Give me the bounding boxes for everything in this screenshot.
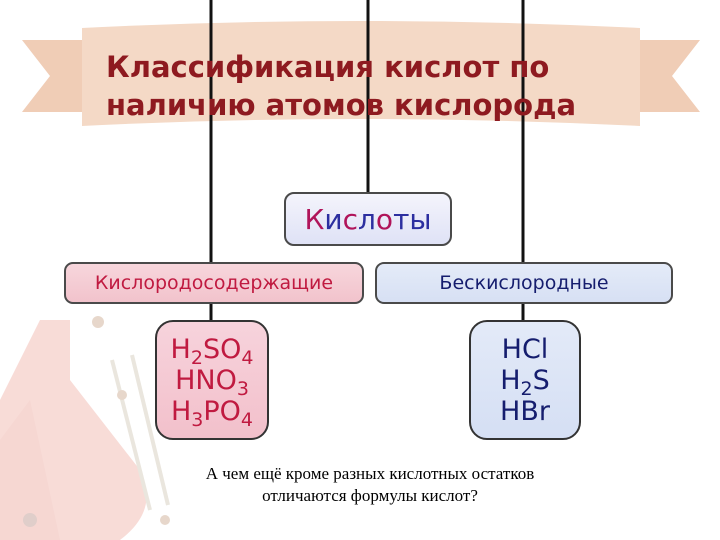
root-letter: л	[358, 202, 376, 236]
formula-subscript: 3	[236, 377, 249, 400]
formula: H2SO4	[170, 333, 254, 368]
oxygen-acids-label: Кислородосодержащие	[94, 272, 334, 294]
root-letter: т	[393, 202, 410, 236]
formula-part: H	[170, 395, 192, 427]
root-letter: о	[375, 202, 394, 236]
formula: H3PO4	[170, 395, 253, 430]
formula: H2S	[500, 364, 550, 399]
formula-part: PO	[203, 395, 241, 427]
oxygen-acids-category: Кислородосодержащие	[64, 262, 364, 304]
formula: HNO3	[175, 364, 249, 399]
title-banner	[22, 21, 700, 126]
formula-part: S	[532, 364, 550, 396]
formula-subscript: 4	[240, 408, 254, 431]
root-letter: с	[342, 202, 359, 236]
formula-part: H	[500, 364, 521, 396]
root-letter: ы	[409, 202, 432, 236]
formula-part: H	[170, 333, 191, 365]
oxygen-free-acids-category: Бескислородные	[375, 262, 673, 304]
question-line-1: А чем ещё кроме разных кислотных остатко…	[205, 464, 535, 483]
title-line-1: Классификация кислот по	[106, 50, 550, 84]
title-line-2: наличию атомов кислорода	[106, 88, 577, 122]
formula: HBr	[500, 396, 550, 427]
formula-subscript: 3	[191, 408, 204, 431]
formula-part: SO	[202, 333, 242, 365]
formula-part: HCl	[501, 333, 549, 365]
root-letter: и	[324, 202, 343, 236]
formula: HCl	[502, 334, 549, 365]
formula-subscript: 4	[241, 346, 254, 369]
formula-part: HBr	[500, 395, 550, 427]
formula-subscript: 2	[520, 377, 533, 400]
flask-illustration	[0, 316, 170, 540]
acids-root-box: Кислоты	[284, 192, 452, 246]
oxygen-free-acids-label: Бескислородные	[439, 272, 609, 294]
question-text: А чем ещё кроме разных кислотных остатко…	[150, 463, 590, 507]
formula-part: HNO	[175, 364, 237, 396]
root-letter: К	[304, 202, 325, 236]
formula-subscript: 2	[190, 346, 203, 369]
page-title: Классификация кислот по наличию атомов к…	[106, 48, 666, 124]
acids-root-label: Кислоты	[305, 203, 432, 236]
question-line-2: отличаются формулы кислот?	[262, 486, 478, 505]
